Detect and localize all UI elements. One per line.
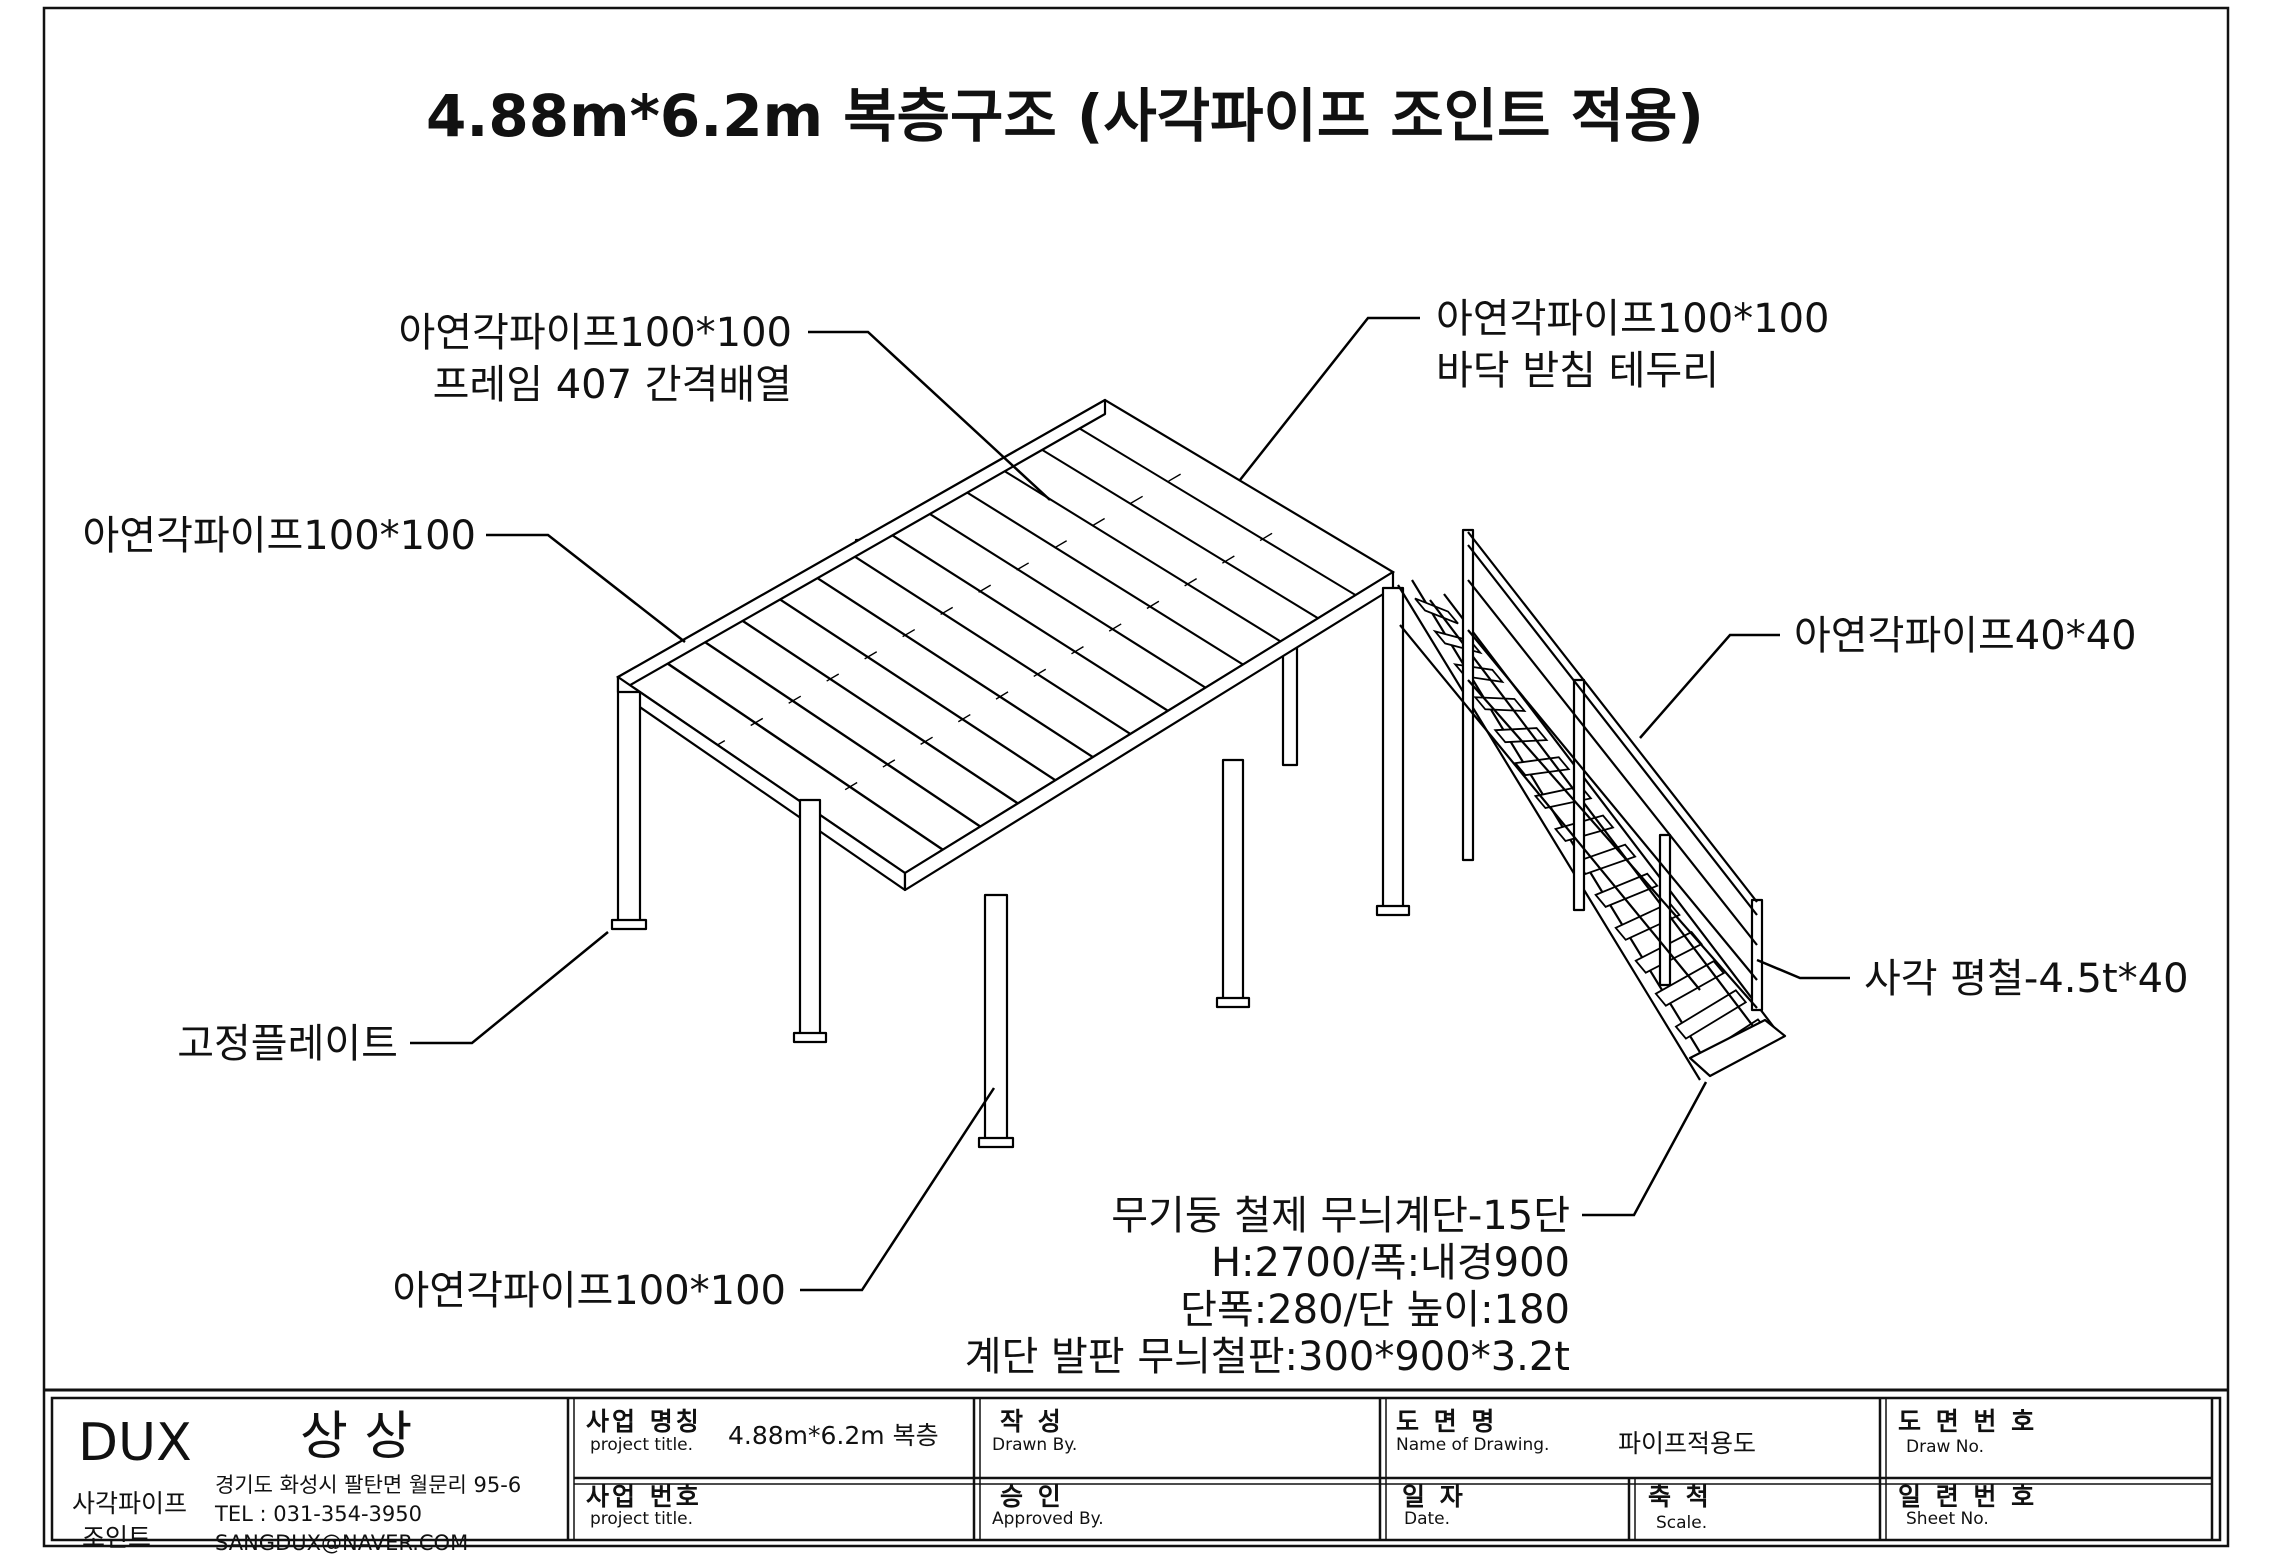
inner-stringer	[1397, 584, 1701, 1081]
draw-no-en: Draw No.	[1906, 1437, 1984, 1457]
scale-en: Scale.	[1656, 1513, 1707, 1533]
handrail-post	[1572, 678, 1586, 912]
project-no-en: project title.	[590, 1509, 693, 1529]
front-column	[798, 798, 822, 1037]
front-column	[983, 893, 1009, 1142]
sheet-no-kr: 일 련 번 호	[1898, 1482, 2037, 1511]
mid-rail	[1467, 629, 1758, 981]
fixing-plate	[792, 1031, 828, 1044]
label-left-beam: 아연각파이프100*100	[83, 513, 477, 559]
label-stair-3: 단폭:280/단 높이:180	[1180, 1287, 1570, 1333]
leader-flat-bar	[1756, 958, 1850, 980]
company-name: DUX	[78, 1413, 192, 1473]
project-no-kr: 사업 번호	[586, 1482, 702, 1511]
leader-floor-edge	[1239, 316, 1420, 481]
brand-line-1: 사각파이프	[72, 1489, 187, 1518]
drawn-by-en: Drawn By.	[992, 1435, 1077, 1455]
callout-labels: 아연각파이프100*100 프레임 407 간격배열 아연각파이프100*100…	[83, 296, 2189, 1380]
cross-tie	[712, 462, 1201, 749]
date-kr: 일 자	[1402, 1482, 1466, 1511]
handrail-post	[1461, 528, 1475, 862]
label-joist-frame-1: 아연각파이프100*100	[399, 310, 793, 356]
brand-line-2: 조인트	[82, 1523, 151, 1552]
outer-stringer	[1429, 599, 1763, 1039]
drawing-title: 4.88m*6.2m 복층구조 (사각파이프 조인트 적용)	[426, 82, 1704, 150]
scale-kr: 축 척	[1648, 1482, 1712, 1511]
stair-tread	[1473, 696, 1527, 712]
project-name-kr: 사업 명칭	[586, 1407, 702, 1436]
label-stair-1: 무기둥 철제 무늬계단-15단	[1111, 1193, 1570, 1239]
handrail-posts	[1461, 528, 1764, 1012]
mezzanine-structure	[610, 398, 1411, 1149]
handrail-post	[1658, 833, 1672, 987]
stair-tread	[1513, 756, 1571, 777]
approved-by-kr: 승 인	[1000, 1482, 1064, 1511]
fixing-plate	[1375, 904, 1411, 917]
stair-tread	[1414, 597, 1459, 625]
label-joist-frame-2: 프레임 407 간격배열	[433, 362, 792, 408]
company-address: 경기도 화성시 팔탄면 월문리 95-6	[215, 1473, 521, 1497]
fixing-plate	[1215, 996, 1251, 1009]
leader-fixing-plate	[410, 931, 609, 1045]
fixing-plate	[610, 918, 648, 931]
front-column	[1381, 586, 1405, 910]
label-floor-edge-2: 바닥 받침 테두리	[1436, 348, 1719, 394]
handrail-bars	[1399, 531, 1758, 1009]
front-column	[616, 690, 642, 924]
stair	[1397, 528, 1787, 1081]
label-handrail: 아연각파이프40*40	[1794, 613, 2137, 659]
mid-rail	[1467, 579, 1758, 946]
stair-tread	[1654, 960, 1726, 1007]
project-name-value: 4.88m*6.2m 복층	[728, 1421, 939, 1450]
label-column: 아연각파이프100*100	[393, 1268, 787, 1314]
fixing-plate	[977, 1136, 1015, 1149]
drawing-name-kr: 도 면 명	[1396, 1407, 1497, 1436]
company-tel: TEL : 031-354-3950	[214, 1502, 422, 1526]
leader-column	[800, 1087, 996, 1292]
inner-rail	[1399, 624, 1701, 991]
stair-tread	[1674, 989, 1748, 1040]
front-column	[1221, 758, 1245, 1002]
drawing-name-en: Name of Drawing.	[1396, 1435, 1549, 1455]
leader-handrail	[1639, 633, 1780, 739]
top-rail	[1467, 544, 1758, 916]
leader-left-beam	[486, 533, 686, 643]
sheet-no-en: Sheet No.	[1906, 1509, 1989, 1529]
stair-tread	[1594, 872, 1659, 908]
approved-by-en: Approved By.	[992, 1509, 1104, 1529]
label-stair-4: 계단 발판 무늬철판:300*900*3.2t	[965, 1334, 1570, 1380]
bottom-tread	[1688, 1018, 1787, 1078]
company-name-kr: 상 상	[300, 1407, 412, 1467]
mid-rail	[1467, 679, 1758, 1009]
company-email: SANGDUX@NAVER.COM	[215, 1531, 468, 1555]
drawing-name-value: 파이프적용도	[1618, 1429, 1756, 1458]
date-en: Date.	[1404, 1509, 1450, 1529]
cross-tie	[807, 518, 1296, 813]
base-plates	[610, 904, 1411, 1149]
label-stair-2: H:2700/폭:내경900	[1211, 1240, 1570, 1286]
label-floor-edge-1: 아연각파이프100*100	[1436, 296, 1830, 342]
outer-frame	[42, 6, 2230, 1548]
label-fixing-plate: 고정플레이트	[177, 1021, 398, 1067]
leader-lines	[410, 316, 1850, 1292]
draw-no-kr: 도 면 번 호	[1898, 1407, 2037, 1436]
label-flat-bar: 사각 평철-4.5t*40	[1864, 956, 2189, 1002]
handrail-post	[1750, 898, 1764, 1012]
project-name-en: project title.	[590, 1435, 693, 1455]
drawn-by-kr: 작 성	[1000, 1407, 1064, 1436]
leader-joist-frame	[808, 330, 1051, 501]
outer-stringer	[1443, 593, 1777, 1031]
top-rail	[1467, 531, 1758, 903]
title-block: DUX 상 상 사각파이프 조인트 경기도 화성시 팔탄면 월문리 95-6 T…	[44, 1388, 2228, 1555]
leader-stair	[1582, 1081, 1708, 1217]
